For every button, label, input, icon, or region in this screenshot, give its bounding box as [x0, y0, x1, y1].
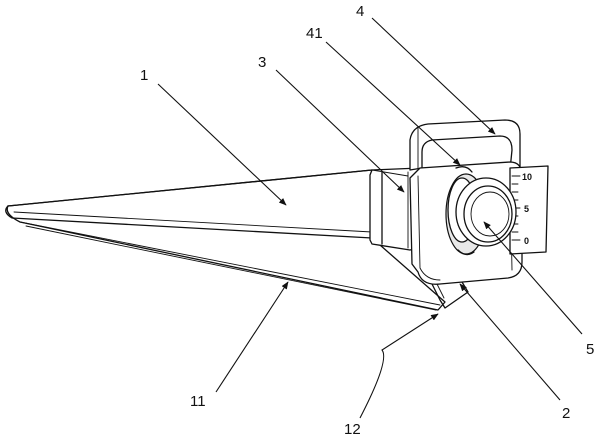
label-4: 4 [356, 3, 364, 20]
scale-tick-0: 0 [524, 236, 529, 246]
adjust-knob [445, 166, 517, 256]
label-41: 41 [306, 25, 323, 42]
leader-lines [157, 17, 583, 419]
label-5: 5 [586, 341, 594, 358]
label-12: 12 [344, 421, 361, 438]
label-2: 2 [562, 405, 570, 422]
label-3: 3 [258, 54, 266, 71]
wedge-body [5, 169, 446, 311]
label-1: 1 [140, 67, 148, 84]
scale-tick-5: 5 [524, 204, 529, 214]
reference-numerals: 1 3 41 4 5 2 11 12 [140, 3, 594, 438]
scale-tick-10: 10 [522, 172, 532, 182]
label-11: 11 [190, 393, 206, 410]
